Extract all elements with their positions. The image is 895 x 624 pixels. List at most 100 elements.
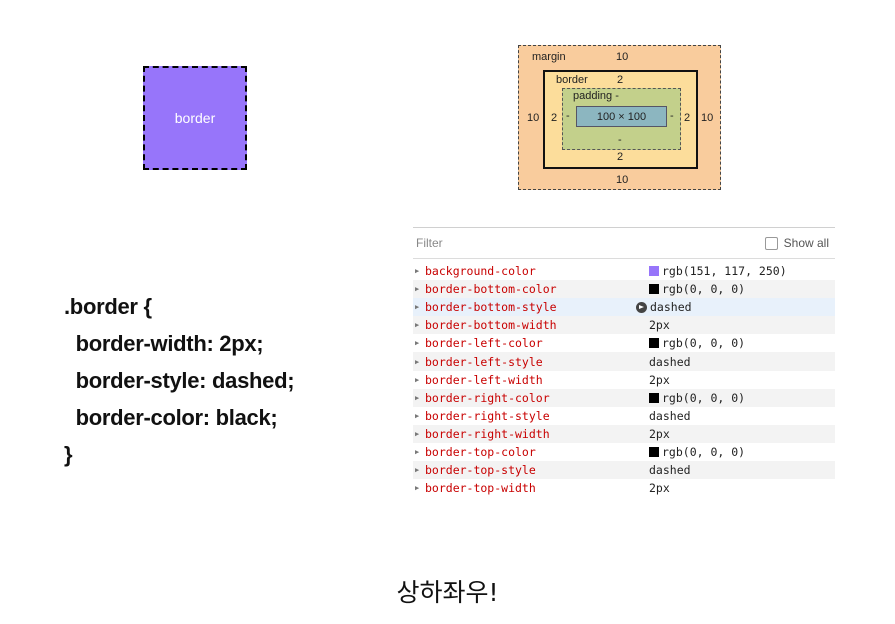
expand-triangle-icon[interactable]: ▶ (415, 393, 420, 402)
filter-bar: Filter Show all (413, 228, 835, 259)
color-swatch[interactable] (649, 392, 659, 403)
goto-arrow-icon[interactable] (636, 301, 647, 313)
property-value: 2px (649, 373, 670, 387)
property-name: border-top-width (425, 481, 536, 496)
show-all-toggle[interactable]: Show all (764, 236, 829, 250)
property-value-text: rgb(0, 0, 0) (662, 336, 746, 351)
expand-triangle-icon[interactable]: ▶ (415, 339, 420, 348)
border-bottom-value[interactable]: 2 (617, 151, 624, 163)
padding-left-value[interactable]: - (566, 110, 570, 122)
margin-top-value[interactable]: 10 (616, 51, 629, 63)
margin-bottom-value[interactable]: 10 (616, 174, 629, 186)
padding-label: padding - (573, 90, 619, 102)
margin-right-value[interactable]: 10 (701, 112, 714, 124)
property-row[interactable]: ▶ border-bottom-color rgb(0, 0, 0) (413, 280, 835, 299)
property-value-text: rgb(0, 0, 0) (662, 444, 746, 459)
expand-triangle-icon[interactable]: ▶ (415, 303, 420, 312)
property-row[interactable]: ▶ border-left-style dashed (413, 352, 835, 371)
padding-right-value[interactable]: - (670, 110, 674, 122)
property-name: border-right-width (425, 426, 550, 441)
property-value: dashed (649, 463, 691, 477)
border-right-value[interactable]: 2 (684, 112, 691, 124)
show-all-checkbox[interactable] (764, 236, 778, 250)
property-name: border-left-width (425, 372, 543, 387)
expand-triangle-icon[interactable]: ▶ (415, 484, 420, 493)
property-row[interactable]: ▶ border-top-style dashed (413, 461, 835, 480)
expand-triangle-icon[interactable]: ▶ (415, 357, 420, 366)
property-value: 2px (649, 481, 670, 495)
property-row[interactable]: ▶ background-color rgb(151, 117, 250) (413, 262, 835, 280)
border-label: border (556, 74, 588, 86)
code-line: border-color: black; (64, 405, 278, 430)
padding-bottom-value[interactable]: - (618, 134, 622, 146)
property-name: border-bottom-width (425, 318, 557, 333)
box-model-content[interactable]: 100 × 100 (576, 106, 667, 127)
property-name: border-left-color (425, 336, 543, 351)
property-name: border-right-style (425, 408, 550, 423)
property-name: border-bottom-color (425, 282, 557, 297)
property-value: rgb(0, 0, 0) (649, 445, 745, 459)
margin-left-value[interactable]: 10 (527, 112, 540, 124)
border-left-value[interactable]: 2 (551, 112, 558, 124)
property-row[interactable]: ▶ border-top-color rgb(0, 0, 0) (413, 443, 835, 461)
property-name: border-bottom-style (425, 300, 557, 315)
expand-triangle-icon[interactable]: ▶ (415, 466, 420, 475)
border-demo-box: border (143, 66, 247, 170)
expand-triangle-icon[interactable]: ▶ (415, 321, 420, 330)
property-row[interactable]: ▶ border-left-color rgb(0, 0, 0) (413, 334, 835, 352)
code-line: border-width: 2px; (64, 331, 264, 356)
margin-label: margin (532, 51, 566, 63)
color-swatch[interactable] (649, 338, 659, 349)
property-list: ▶ background-color rgb(151, 117, 250) ▶ bord… (413, 262, 835, 497)
property-value-text: dashed (649, 408, 691, 423)
box-model-padding[interactable]: padding - - - - 100 × 100 (562, 88, 681, 150)
property-value-text: 2px (649, 481, 670, 496)
property-value-text: rgb(0, 0, 0) (662, 282, 746, 297)
border-top-value[interactable]: 2 (617, 74, 624, 86)
property-value: rgb(151, 117, 250) (649, 264, 787, 278)
filter-input[interactable]: Filter (416, 236, 443, 250)
property-value-text: dashed (649, 463, 691, 478)
property-value-text: rgb(151, 117, 250) (662, 264, 787, 279)
code-line: border-style: dashed; (64, 368, 295, 393)
property-row[interactable]: ▶ border-bottom-style dashed (413, 298, 835, 317)
color-swatch[interactable] (649, 446, 659, 457)
box-model-border[interactable]: border 2 2 2 2 padding - - - - 100 × 100 (543, 70, 698, 169)
property-row[interactable]: ▶ border-bottom-width 2px (413, 316, 835, 335)
show-all-label: Show all (783, 236, 829, 250)
code-line: } (64, 442, 73, 467)
property-value: 2px (649, 427, 670, 441)
property-value: dashed (649, 409, 691, 423)
property-row[interactable]: ▶ border-top-width 2px (413, 479, 835, 497)
box-model-margin[interactable]: margin 10 10 10 10 border 2 2 2 2 paddin… (518, 45, 721, 190)
code-line: .border { (64, 294, 152, 319)
property-value: rgb(0, 0, 0) (649, 282, 745, 296)
property-value: rgb(0, 0, 0) (649, 336, 745, 350)
property-row[interactable]: ▶ border-left-width 2px (413, 371, 835, 389)
property-row[interactable]: ▶ border-right-style dashed (413, 407, 835, 425)
property-name: border-left-style (425, 354, 543, 369)
padding-top-value[interactable]: - (615, 90, 619, 102)
expand-triangle-icon[interactable]: ▶ (415, 285, 420, 294)
property-value-text: 2px (649, 318, 670, 333)
property-value-text: dashed (649, 354, 691, 369)
property-name: background-color (425, 264, 536, 279)
caption: 상하좌우! (396, 578, 499, 607)
property-value-text: 2px (649, 426, 670, 441)
expand-triangle-icon[interactable]: ▶ (415, 447, 420, 456)
property-value-text: dashed (650, 300, 692, 315)
expand-triangle-icon[interactable]: ▶ (415, 267, 420, 276)
css-code-block: .border { border-width: 2px; border-styl… (64, 288, 295, 473)
property-name: border-top-color (425, 444, 536, 459)
color-swatch[interactable] (649, 266, 659, 277)
property-value-text: 2px (649, 372, 670, 387)
property-value: dashed (649, 355, 691, 369)
property-row[interactable]: ▶ border-right-width 2px (413, 424, 835, 443)
color-swatch[interactable] (649, 284, 659, 295)
expand-triangle-icon[interactable]: ▶ (415, 429, 420, 438)
expand-triangle-icon[interactable]: ▶ (415, 411, 420, 420)
property-name: border-top-style (425, 463, 536, 478)
expand-triangle-icon[interactable]: ▶ (415, 375, 420, 384)
property-name: border-right-color (425, 390, 550, 405)
